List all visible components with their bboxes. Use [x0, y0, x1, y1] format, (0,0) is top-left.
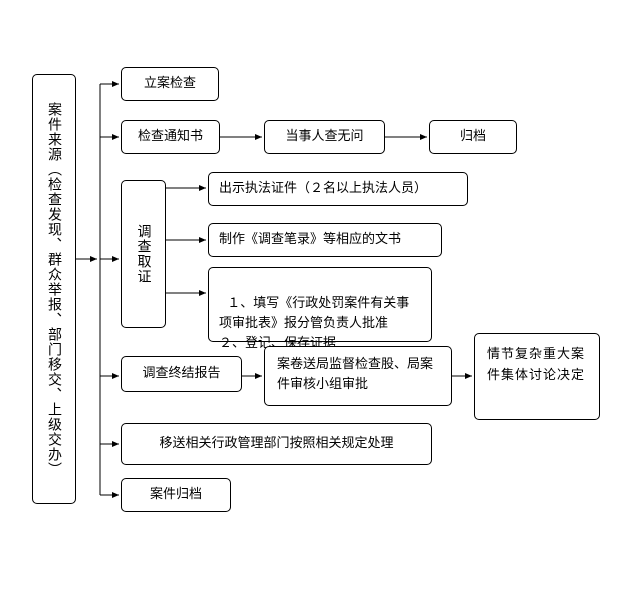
- make-docs-box: 制作《调查笔录》等相应的文书: [208, 223, 442, 257]
- party-not-found-label: 当事人查无问: [285, 129, 364, 144]
- file-case-label: 立案检查: [143, 76, 196, 91]
- archive-box: 归档: [429, 120, 517, 154]
- case-source-box: 案件来源（检查发现、群众举报、部门移交、上级交办）: [32, 74, 76, 504]
- fill-form-label: １、填写《行政处罚案件有关事项审批表》报分管负责人批准 ２、登记、保存证据: [219, 296, 410, 351]
- archive-case-label: 案件归档: [149, 487, 202, 502]
- collective-decision-box: 情节复杂重大案件集体讨论决定: [474, 333, 600, 420]
- make-docs-label: 制作《调查笔录》等相应的文书: [219, 232, 402, 247]
- submit-review-box: 案卷送局监督检查股、局案件审核小组审批: [264, 346, 452, 406]
- investigation-box: 调查取证: [121, 180, 166, 328]
- inspection-notice-box: 检查通知书: [121, 120, 220, 154]
- file-case-box: 立案检查: [121, 67, 219, 101]
- transfer-box: 移送相关行政管理部门按照相关规定处理: [121, 423, 432, 465]
- investigation-label: 调查取证: [135, 224, 152, 284]
- party-not-found-box: 当事人查无问: [264, 120, 385, 154]
- inspection-notice-label: 检查通知书: [137, 129, 203, 144]
- final-report-label: 调查终结报告: [142, 366, 221, 381]
- final-report-box: 调查终结报告: [121, 356, 242, 392]
- archive-label: 归档: [459, 129, 486, 144]
- archive-case-box: 案件归档: [121, 478, 231, 512]
- case-source-label: 案件来源（检查发现、群众举报、部门移交、上级交办）: [46, 101, 62, 477]
- show-id-box: 出示执法证件（２名以上执法人员）: [208, 172, 468, 206]
- submit-review-label: 案卷送局监督检查股、局案件审核小组审批: [277, 357, 434, 392]
- show-id-label: 出示执法证件（２名以上执法人员）: [219, 181, 428, 196]
- transfer-label: 移送相关行政管理部门按照相关规定处理: [159, 436, 394, 451]
- fill-form-box: １、填写《行政处罚案件有关事项审批表》报分管负责人批准 ２、登记、保存证据: [208, 267, 432, 351]
- collective-decision-label: 情节复杂重大案件集体讨论决定: [487, 347, 586, 383]
